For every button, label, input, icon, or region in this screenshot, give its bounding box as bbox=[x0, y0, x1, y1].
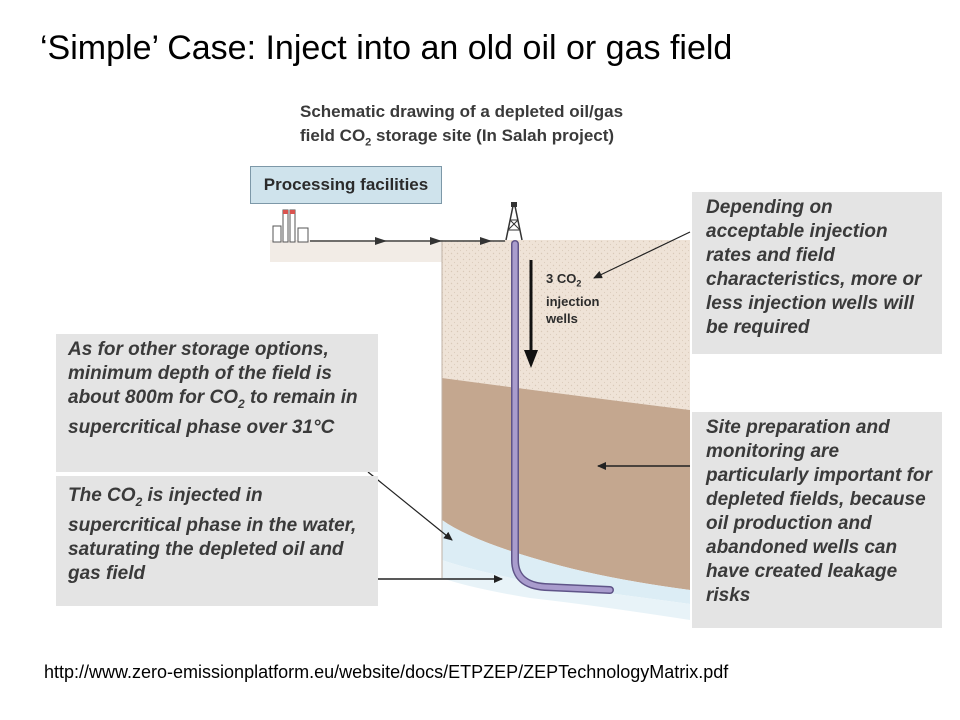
leader-arrow-min-depth bbox=[367, 471, 453, 541]
schematic-title-line1: Schematic drawing of a depleted oil/gas bbox=[300, 102, 624, 121]
processing-facilities-box: Processing facilities bbox=[250, 166, 442, 204]
schematic-title: Schematic drawing of a depleted oil/gas … bbox=[300, 100, 680, 154]
callout-injection-rates: Depending on acceptable injection rates … bbox=[692, 192, 942, 354]
leader-arrow-injection-rates bbox=[593, 231, 691, 279]
reservoir-layer bbox=[442, 378, 690, 590]
callout-site-preparation: Site preparation and monitoring are part… bbox=[692, 412, 942, 628]
processing-plant-icon bbox=[272, 209, 309, 243]
water-zone bbox=[442, 520, 690, 604]
callout-supercritical-injection: The CO2 is injected in supercritical pha… bbox=[56, 476, 378, 606]
slide-title: ‘Simple’ Case: Inject into an old oil or… bbox=[40, 29, 733, 67]
derrick-icon bbox=[505, 202, 523, 241]
schematic-title-line2: field CO2 storage site (In Salah project… bbox=[300, 126, 615, 149]
source-url[interactable]: http://www.zero-emissionplatform.eu/webs… bbox=[44, 662, 729, 682]
callout-minimum-depth: As for other storage options, minimum de… bbox=[56, 334, 378, 472]
surface-layer bbox=[270, 240, 450, 262]
